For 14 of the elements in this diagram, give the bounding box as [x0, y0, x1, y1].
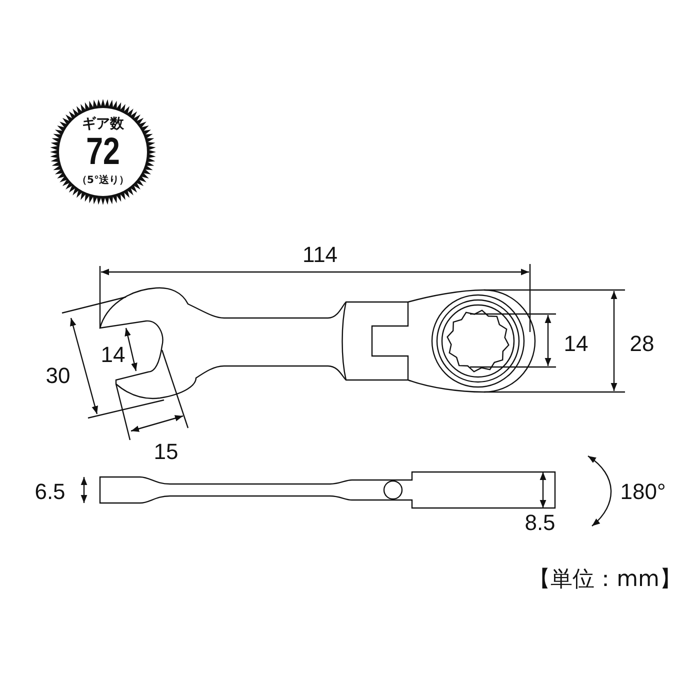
gear-badge [50, 99, 156, 205]
dimension-label: 14 [564, 333, 588, 355]
dimension-label: 114 [302, 244, 338, 266]
dimension-label: 15 [154, 441, 178, 463]
dimension-label: 28 [630, 333, 654, 355]
dimension-label: 30 [46, 365, 70, 387]
unit-note: 【単位：mm】 [528, 569, 682, 591]
dimension-label: 8.5 [524, 512, 556, 534]
dimension-label: 14 [100, 344, 126, 366]
dimension-label: 6.5 [34, 481, 66, 503]
badge-heading: ギア数 [82, 117, 124, 131]
badge-note: （5°送り） [77, 176, 129, 186]
gear-count: 72 [86, 133, 120, 171]
angle-label: 180° [620, 481, 666, 503]
